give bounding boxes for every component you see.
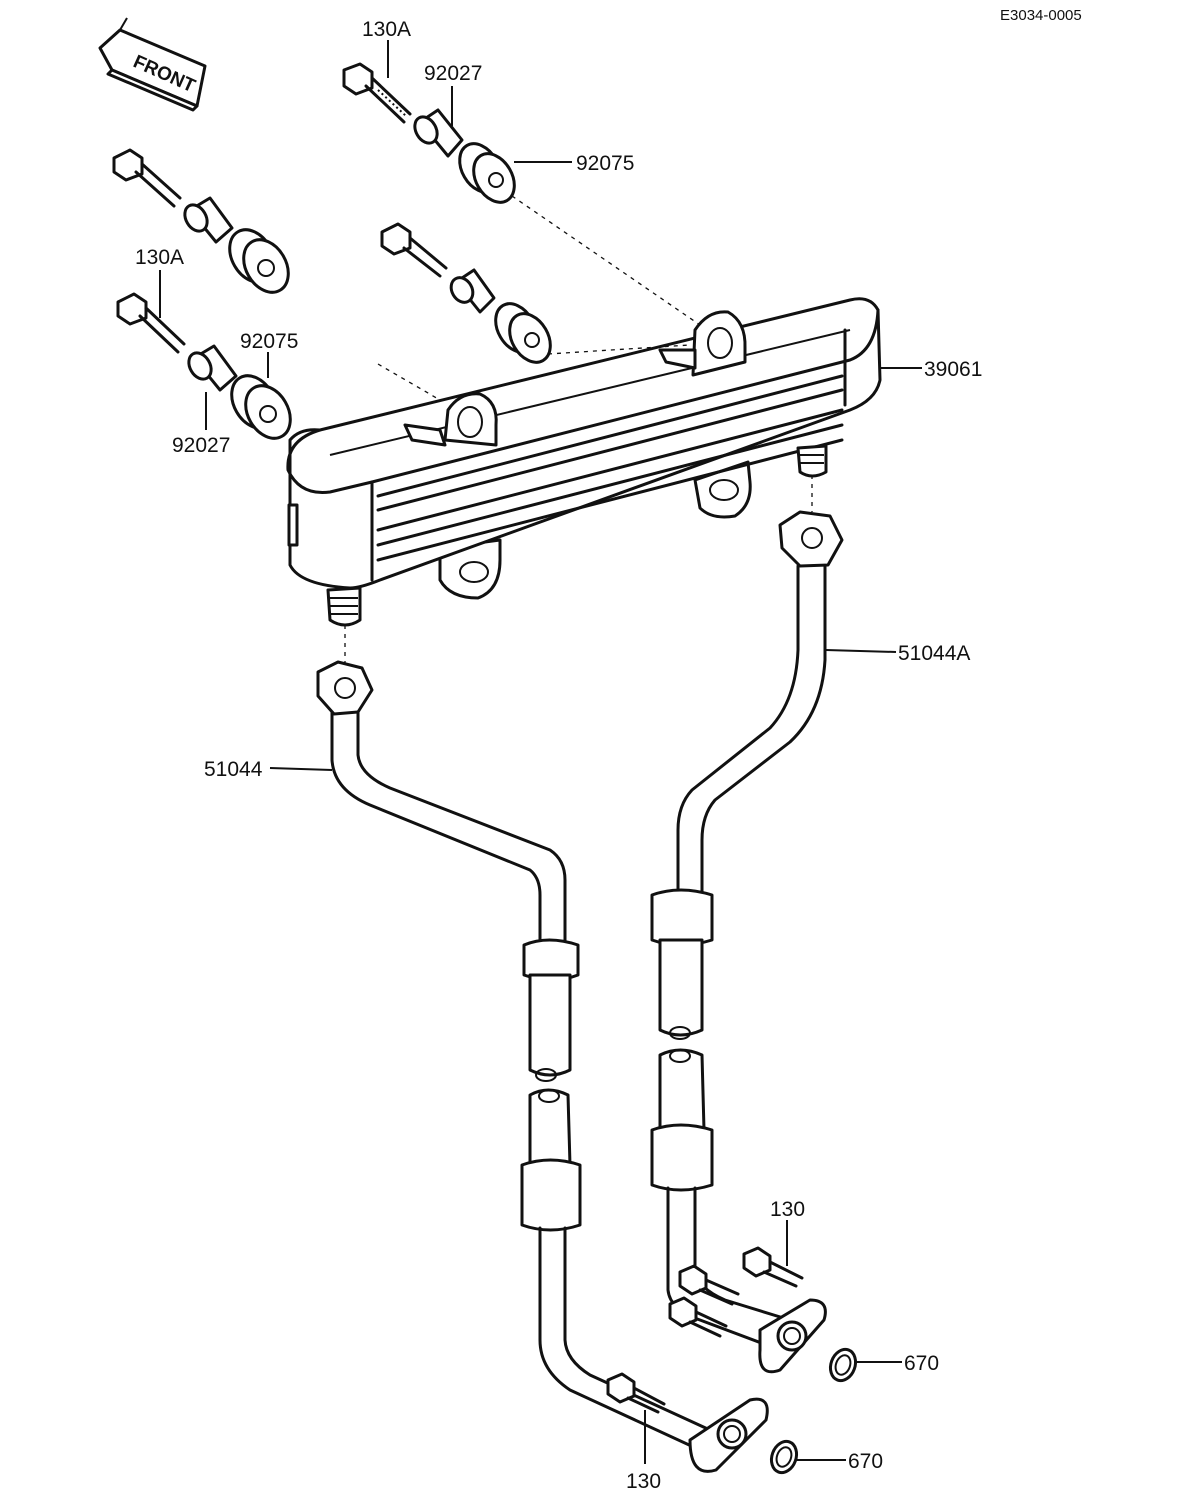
oil-pipe-left [316,660,769,1473]
oring-right [828,1347,858,1383]
bolt-lower-left [606,1372,666,1414]
bolt-lower-middle-1 [678,1264,740,1306]
label-bolt-upper-2: 130A [135,246,184,269]
bolt-lower-middle-2 [668,1296,728,1338]
label-bolt-lower-right: 130 [770,1198,805,1221]
oil-cooler [286,297,882,627]
label-collar-upper-1: 92027 [424,62,482,85]
collar-upper-1 [413,108,464,158]
label-grommet-upper-2: 92075 [240,330,298,353]
collar-middle [449,268,496,314]
grommet-left-1 [228,228,290,294]
diagram-code: E3034-0005 [1000,7,1082,24]
bolt-left-1 [112,148,182,208]
label-collar-upper-2: 92027 [172,434,230,457]
front-arrow-icon: FRONT [98,17,207,112]
bolt-upper-1 [342,62,412,124]
grommet-middle [494,302,552,364]
label-oring-left: 670 [848,1450,883,1473]
collar-upper-2 [187,344,238,392]
bolt-middle [380,222,448,278]
label-oil-pipe-left: 51044 [204,758,263,781]
label-oil-cooler: 39061 [924,358,982,381]
label-oil-pipe-right: 51044A [898,642,970,665]
bolt-lower-right [742,1246,804,1288]
bolt-upper-2 [116,292,186,354]
label-bolt-lower-left: 130 [626,1470,661,1493]
label-oring-right: 670 [904,1352,939,1375]
oring-left [769,1439,799,1475]
label-grommet-upper-1: 92075 [576,152,634,175]
grommet-upper-1 [458,142,516,204]
collar-left-1 [183,196,234,244]
label-bolt-upper-1: 130A [362,18,411,41]
oil-pipe-right [650,510,844,1374]
grommet-upper-2 [230,374,292,440]
